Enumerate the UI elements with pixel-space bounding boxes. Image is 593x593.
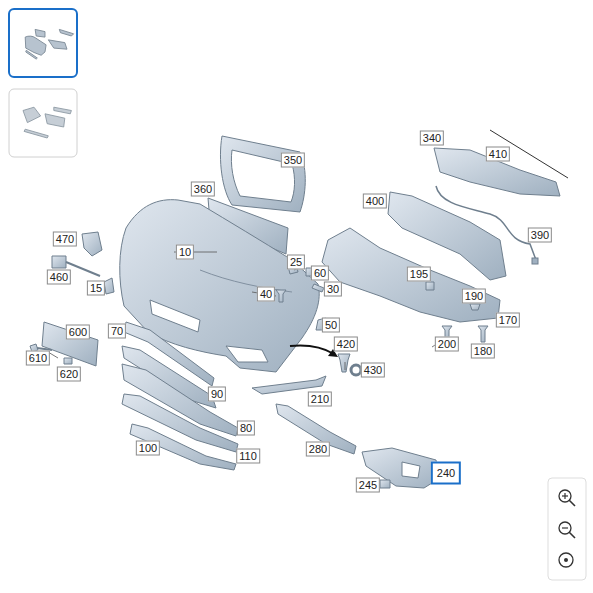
callout-number: 350 [281,153,305,168]
thumbnail [9,89,77,157]
leader-lines [48,252,446,370]
callout-number: 240 [431,462,461,485]
callout-number: 340 [420,131,444,146]
bumper-cover [120,200,319,372]
callout-number: 470 [53,232,77,247]
callout-number: 430 [361,363,385,378]
callout-number: 25 [287,255,305,270]
thumbnail-image [25,29,73,59]
clip [470,304,480,310]
clip [104,278,114,294]
callout-number: 620 [57,367,81,382]
callout-number: 420 [334,337,358,352]
callout-number: 600 [66,325,90,340]
callout-number: 195 [407,267,431,282]
ring [351,365,361,375]
assembly-arrow [290,345,334,354]
clip [64,358,72,364]
callout-number: 50 [322,318,340,333]
sensor [52,256,66,268]
callout-number: 10 [176,245,194,260]
clip [426,282,434,290]
callout-number: 410 [486,147,510,162]
callout-number: 170 [496,313,520,328]
clip [312,284,324,292]
bolt [478,326,488,342]
callout-number: 610 [26,351,50,366]
thumbnail-active [9,9,77,77]
bolt [276,290,286,302]
zoom-controls [548,478,586,580]
wiring-harness [436,186,536,260]
callout-number: 190 [462,289,486,304]
sensor-bracket [82,232,102,256]
callout-number: 245 [356,478,380,493]
callout-number: 110 [236,449,260,464]
callout-number: 210 [308,392,332,407]
grille-frame [220,136,305,212]
underbody-panel [322,228,500,322]
callout-number: 390 [528,228,552,243]
trim-strip [130,424,236,470]
callout-number: 200 [435,337,459,352]
callout-number: 100 [136,441,160,456]
callout-number: 15 [87,281,105,296]
thumbnail-image [23,107,71,138]
callout-number: 70 [108,324,126,339]
callout-number: 360 [191,182,215,197]
callout-number: 280 [306,442,330,457]
connector-plug [532,258,538,264]
license-plate-holder [42,322,98,366]
callout-number: 60 [311,266,329,281]
callout-number: 80 [237,421,255,436]
callout-number: 400 [363,194,387,209]
callout-number: 180 [471,344,495,359]
bolt [338,354,350,372]
clip [380,480,390,488]
callout-number: 460 [47,270,71,285]
callout-number: 30 [324,282,342,297]
callout-number: 90 [208,387,226,402]
callout-number: 40 [257,287,275,302]
